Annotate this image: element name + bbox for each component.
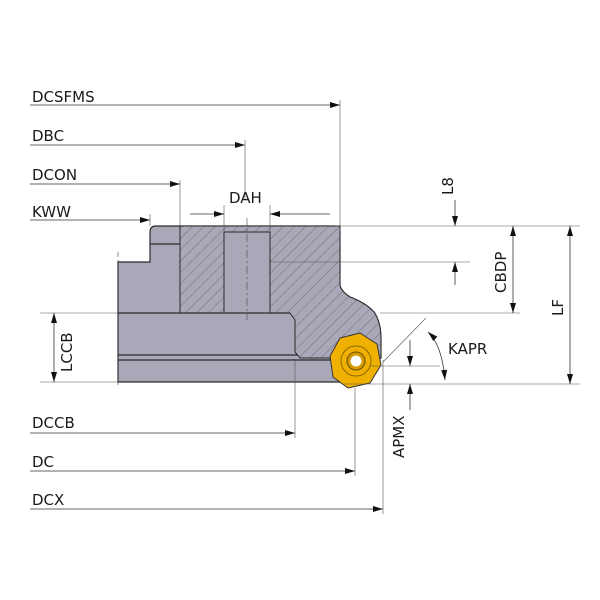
label-dbc: DBC — [32, 127, 64, 145]
label-lccb: LCCB — [58, 332, 76, 372]
label-dcon: DCON — [32, 166, 77, 184]
label-dccb: DCCB — [32, 414, 75, 432]
label-dc: DC — [32, 453, 54, 471]
label-kww: KWW — [32, 203, 71, 221]
label-dcsfms: DCSFMS — [32, 88, 95, 106]
cutter-body — [117, 218, 382, 388]
label-cbdp: CBDP — [492, 252, 510, 293]
label-l8: L8 — [439, 177, 457, 195]
dimension-lines — [30, 102, 573, 512]
label-dcx: DCX — [32, 491, 64, 509]
label-apmx: APMX — [390, 415, 408, 458]
cutting-insert — [329, 332, 382, 389]
label-kapr: KAPR — [448, 340, 487, 358]
label-lf: LF — [549, 299, 567, 316]
extension-lines — [40, 100, 580, 514]
label-dah: DAH — [229, 189, 262, 207]
